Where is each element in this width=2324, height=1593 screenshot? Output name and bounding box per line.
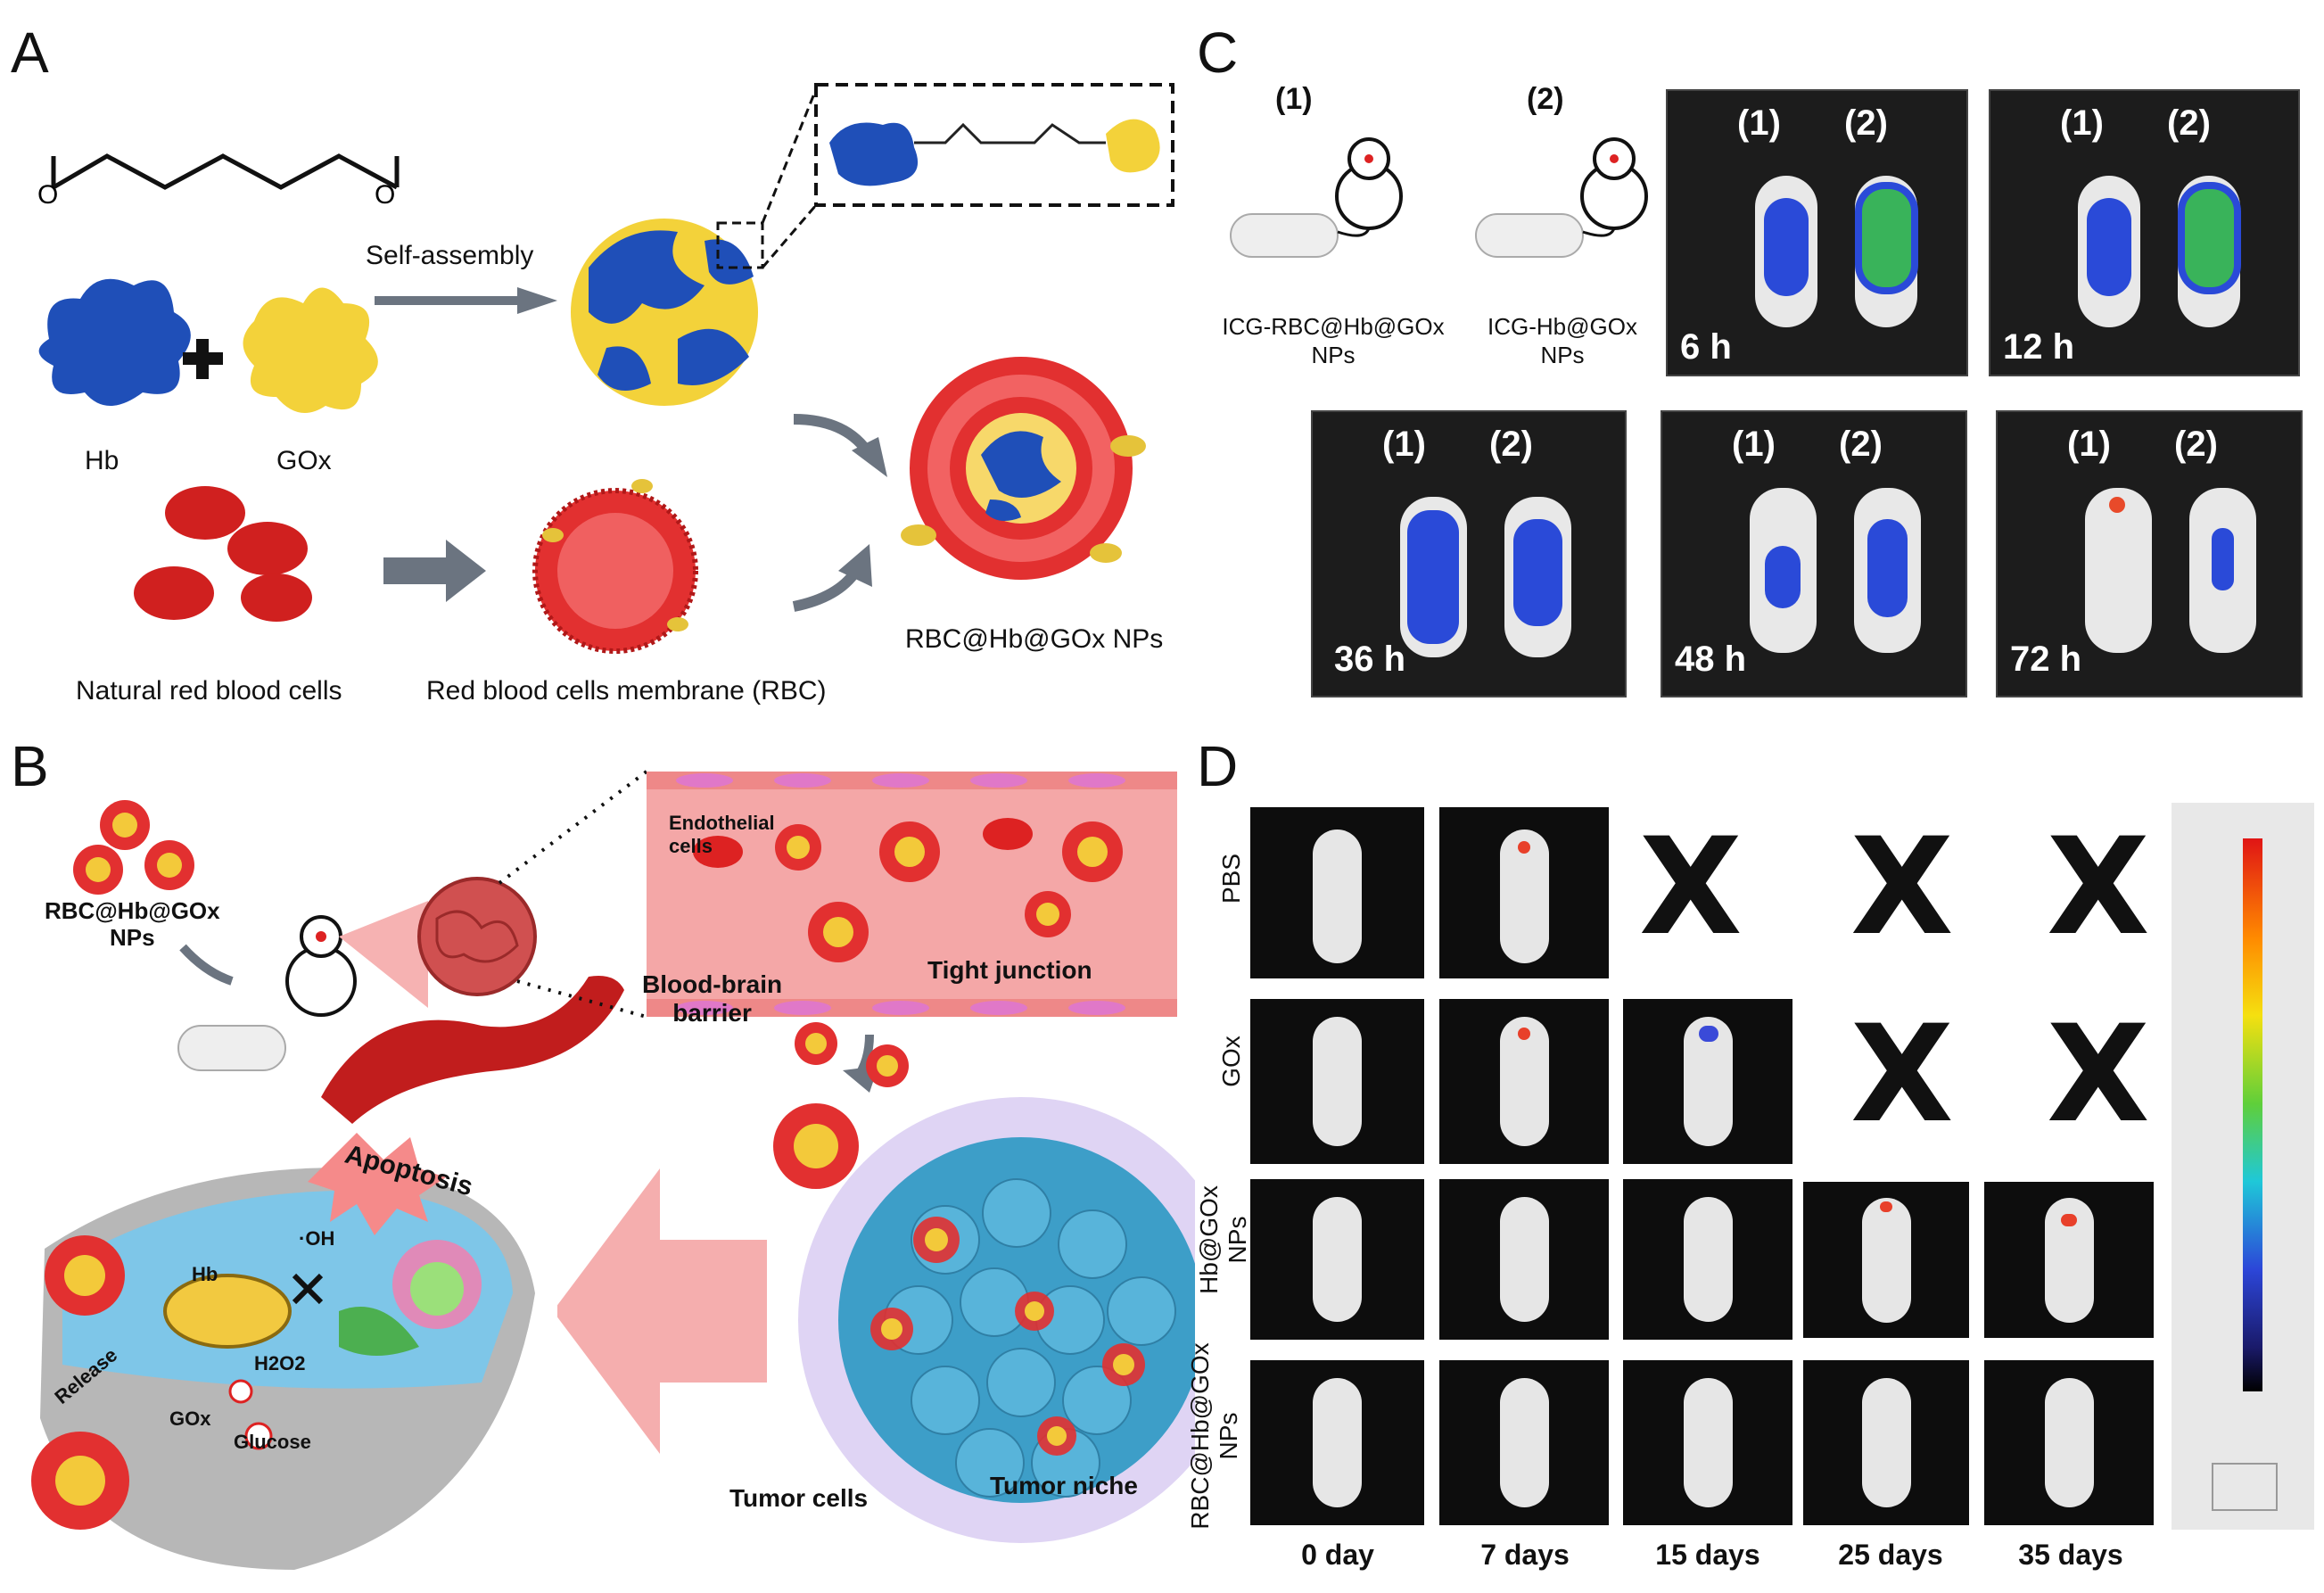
gox-protein-icon [243, 287, 378, 413]
cell-pbs-day0 [1250, 807, 1424, 978]
cell-rbchbgox-day25 [1803, 1360, 1969, 1525]
mouse-1-icon [1335, 137, 1403, 230]
np-cluster-icon [73, 800, 194, 895]
gox-label: GOx [276, 446, 332, 475]
panel-letter-c: C [1197, 21, 1239, 85]
day-label-15: 15 days [1655, 1539, 1760, 1571]
group1-number: (1) [1275, 82, 1313, 116]
rbc-membrane-vesicle [532, 479, 698, 654]
oh-label: ·OH [299, 1227, 335, 1250]
colorbar-gradient [2243, 838, 2262, 1391]
cell-hbgox-day15 [1623, 1179, 1792, 1340]
cell-rbchbgox-day0 [1250, 1360, 1424, 1525]
group1-name: ICG-RBC@Hb@GOx NPs [1222, 313, 1445, 368]
h2o2-label: H2O2 [254, 1352, 306, 1374]
product-label: RBC@Hb@GOx NPs [905, 624, 1164, 654]
cell-gox-day7 [1439, 999, 1609, 1164]
hand-2-icon [1475, 213, 1584, 258]
tumor-cell-cutaway [22, 1133, 557, 1579]
self-assembly-arrow [375, 287, 557, 314]
row-label-hb-gox: Hb@GOx NPs [1195, 1185, 1251, 1294]
cell-hbgox-day35 [1984, 1182, 2154, 1338]
cell-hbgox-day7 [1439, 1179, 1609, 1340]
panel-c-schematics [1230, 137, 1648, 258]
cell-hbgox-day0 [1250, 1179, 1424, 1340]
imaging-48h: (1) (2) 48 h [1661, 410, 1967, 697]
hb-label-b: Hb [192, 1263, 218, 1285]
cell-rbchbgox-day15 [1623, 1360, 1792, 1525]
tumor-sphere [773, 1097, 1195, 1543]
imaging-12h: (1) (2) 12 h [1989, 89, 2300, 376]
glutaraldehyde-structure [51, 153, 400, 190]
injection-arrow [179, 944, 234, 986]
svg-text:O: O [37, 180, 58, 210]
tight-junction-label: Tight junction [927, 956, 1092, 984]
hand-1-icon [1230, 213, 1339, 258]
dead-mark-gox-25: X [1850, 997, 1954, 1152]
rbc-membrane-label: Red blood cells membrane (RBC) [426, 676, 827, 706]
day-label-25: 25 days [1838, 1539, 1943, 1571]
dead-mark-gox-35: X [2047, 997, 2150, 1152]
bbb-label: Blood-brain barrier [642, 970, 783, 1027]
row-label-rbc-hb-gox: RBC@Hb@GOx NPs [1186, 1342, 1242, 1530]
tumor-niche-label: Tumor niche [990, 1472, 1138, 1499]
np-label-b: RBC@Hb@GOx NPs [45, 897, 220, 951]
svg-text:O: O [375, 180, 395, 210]
dead-mark-pbs-15: X [1639, 810, 1743, 965]
blood-vessel [321, 976, 624, 1124]
group2-name: ICG-Hb@GOx NPs [1488, 313, 1637, 368]
panel-letter-d: D [1197, 734, 1239, 798]
hb-label: Hb [85, 446, 119, 475]
dead-mark-pbs-25: X [1850, 810, 1954, 965]
curved-arrow-2 [792, 567, 861, 612]
panel-letter-a: A [11, 21, 49, 85]
imaging-72h: (1) (2) 72 h [1996, 410, 2303, 697]
gox-label-b: GOx [169, 1407, 211, 1430]
tumor-cells-label: Tumor cells [729, 1484, 869, 1512]
panel-letter-b: B [11, 734, 49, 798]
row-label-pbs: PBS [1217, 853, 1245, 904]
cell-rbchbgox-day35 [1984, 1360, 2154, 1525]
rbc-hb-gox-nanoparticle [901, 357, 1146, 580]
panel-b-graphics [22, 770, 1195, 1579]
day-label-0: 0 day [1301, 1539, 1374, 1571]
mouse-2-icon [1580, 137, 1648, 230]
imaging-36h: (1) (2) 36 h [1311, 410, 1627, 697]
cell-entry-arrow [553, 1168, 767, 1454]
imaging-6h: (1) (2) 6 h [1666, 89, 1968, 376]
cell-hbgox-day25 [1803, 1182, 1969, 1338]
natural-rbc-label: Natural red blood cells [76, 676, 342, 706]
panel-a-graphics: O O [37, 83, 1174, 654]
hand-icon [177, 1025, 286, 1071]
group2-number: (2) [1527, 82, 1564, 116]
rbc-to-membrane-arrow [383, 540, 486, 602]
colorbar-panel [2172, 803, 2314, 1530]
cell-gox-day0 [1250, 999, 1424, 1164]
hb-protein-icon [38, 278, 191, 406]
natural-rbc-icon [134, 486, 312, 622]
row-label-gox: GOx [1217, 1036, 1245, 1087]
cell-gox-day15 [1623, 999, 1792, 1164]
brain-tumor-icon [417, 877, 537, 996]
self-assembly-label: Self-assembly [366, 241, 534, 270]
hb-gox-nanoparticle [571, 219, 758, 406]
dead-mark-pbs-35: X [2047, 810, 2150, 965]
cell-rbchbgox-day7 [1439, 1360, 1609, 1525]
day-label-35: 35 days [2018, 1539, 2123, 1571]
bbb-inset [647, 772, 1177, 1017]
glucose-label: Glucose [234, 1431, 311, 1453]
cell-pbs-day7 [1439, 807, 1609, 978]
day-label-7: 7 days [1480, 1539, 1570, 1571]
endothelial-label: Endothelial cells [669, 812, 775, 857]
